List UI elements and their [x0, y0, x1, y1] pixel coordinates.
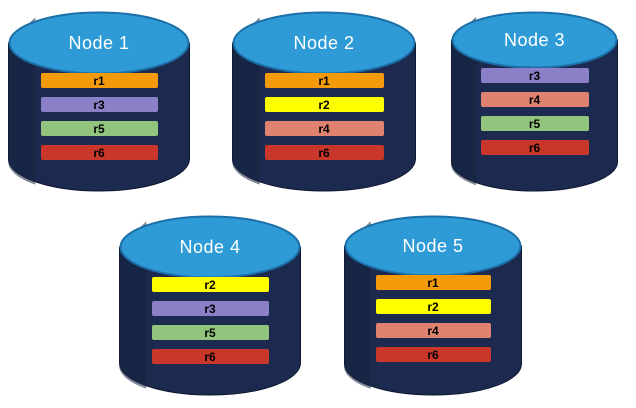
replica-label: r5	[93, 121, 105, 136]
cylinder-top-disc	[451, 11, 618, 69]
replica-bar[interactable]: r1	[40, 73, 158, 88]
replica-label: r6	[204, 349, 216, 364]
replica-bar[interactable]: r4	[480, 92, 589, 107]
replica-bar[interactable]: r6	[375, 347, 491, 362]
replica-list: r1 r2 r4 r6	[232, 73, 416, 160]
cylinder-top-disc	[232, 11, 416, 75]
replica-label: r6	[93, 145, 105, 160]
replica-label: r5	[528, 116, 541, 131]
replica-label: r4	[318, 121, 330, 136]
replica-bar[interactable]: r2	[264, 97, 384, 112]
replica-bar[interactable]: r1	[264, 73, 384, 88]
replica-bar[interactable]: r6	[40, 145, 158, 160]
replica-bar[interactable]: r3	[40, 97, 158, 112]
replica-bar[interactable]: r1	[375, 275, 491, 290]
replica-label: r4	[528, 92, 541, 107]
replica-bar[interactable]: r6	[480, 140, 589, 155]
replica-bar[interactable]: r3	[480, 68, 589, 83]
replica-label: r6	[427, 347, 439, 362]
cylinder-top-disc	[8, 11, 190, 75]
replica-label: r3	[93, 97, 105, 112]
replica-label: r2	[427, 299, 439, 314]
replica-bar[interactable]: r5	[151, 325, 269, 340]
replica-label: r2	[204, 277, 216, 292]
replica-label: r1	[318, 73, 330, 88]
replica-bar[interactable]: r4	[264, 121, 384, 136]
replica-label: r3	[528, 68, 541, 83]
replica-label: r6	[318, 145, 330, 160]
cylinder-side-shading	[451, 16, 477, 186]
replica-bar[interactable]: r2	[375, 299, 491, 314]
cylinder-top-disc	[344, 215, 522, 277]
replica-bar[interactable]: r5	[480, 116, 589, 131]
replica-bar[interactable]: r3	[151, 301, 269, 316]
replica-bar[interactable]: r6	[264, 145, 384, 160]
replica-label: r4	[427, 323, 439, 338]
replica-bar[interactable]: r2	[151, 277, 269, 292]
replica-label: r1	[93, 73, 105, 88]
replica-label: r1	[427, 275, 439, 290]
replica-list: r1 r2 r4 r6	[344, 275, 522, 362]
replica-label: r3	[204, 301, 216, 316]
replica-list: r2 r3 r5 r6	[119, 277, 301, 364]
replica-list: r1 r3 r5 r6	[8, 73, 190, 160]
replica-label: r6	[528, 140, 541, 155]
replica-list: r3 r4 r5 r6	[451, 68, 618, 155]
replica-label: r5	[204, 325, 216, 340]
replica-bar[interactable]: r5	[40, 121, 158, 136]
cylinder-top-disc	[119, 215, 301, 279]
replica-label: r2	[318, 97, 330, 112]
replica-bar[interactable]: r6	[151, 349, 269, 364]
replica-bar[interactable]: r4	[375, 323, 491, 338]
